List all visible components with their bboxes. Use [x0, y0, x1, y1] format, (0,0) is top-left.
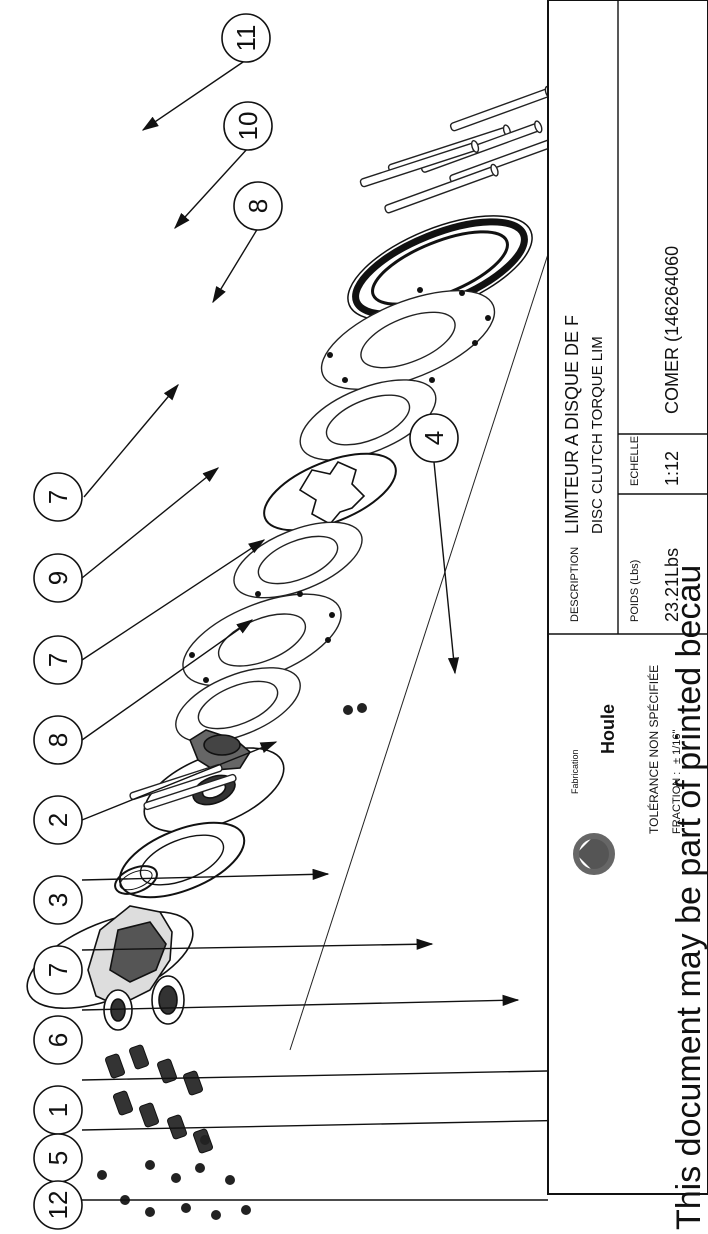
part-nuts-4 — [343, 703, 367, 715]
svg-text:2: 2 — [43, 813, 73, 827]
callout-8a: 8 — [233, 181, 283, 231]
description-en: DISC CLUTCH TORQUE LIM — [589, 336, 606, 534]
leader-4 — [433, 461, 460, 675]
callout-2: 2 — [33, 795, 83, 845]
leader-7c — [81, 938, 434, 951]
part-number: COMER (146264060 — [662, 246, 682, 414]
leader-7a — [83, 383, 179, 498]
svg-text:9: 9 — [43, 571, 73, 585]
part-ring-unlabeled — [175, 667, 301, 743]
leader-6 — [81, 994, 520, 1011]
part-washer-7-middle — [233, 521, 363, 599]
callout-bubbles: 11 10 8 7 9 7 8 4 2 3 7 — [33, 13, 459, 1230]
leader-2 — [81, 741, 278, 821]
callout-6: 6 — [33, 1015, 83, 1065]
leader-7b — [81, 539, 266, 661]
leader-8b — [81, 619, 254, 741]
part-o-ring-6 — [114, 865, 158, 895]
tolerance-label: TOLÉRANCE NON SPÉCIFIÉE — [646, 665, 661, 834]
callout-10: 10 — [223, 101, 273, 151]
callout-7c: 7 — [33, 945, 83, 995]
company-logo: Houle Fabrication — [570, 704, 618, 875]
callout-9: 9 — [33, 553, 83, 603]
svg-text:8: 8 — [243, 199, 273, 213]
weight-value: 23.21Lbs — [662, 548, 682, 622]
part-sleeves-5 — [105, 1044, 213, 1154]
part-balls-12 — [97, 1135, 251, 1220]
title-block: Houle Fabrication TOLÉRANCE NON SPÉCIFIÉ… — [547, 0, 708, 1234]
svg-text:10: 10 — [233, 112, 263, 141]
svg-text:7: 7 — [43, 653, 73, 667]
callout-7a: 7 — [33, 472, 83, 522]
description-fr: LIMITEUR A DISQUE DE F — [562, 315, 582, 534]
callout-1: 1 — [33, 1085, 83, 1135]
svg-text:7: 7 — [43, 490, 73, 504]
logo-subtext: Fabrication — [570, 749, 580, 794]
leader-3 — [81, 868, 330, 881]
svg-text:6: 6 — [43, 1033, 73, 1047]
callout-3: 3 — [33, 875, 83, 925]
part-yoke-housing-1 — [26, 905, 194, 1031]
callout-8b: 8 — [33, 715, 83, 765]
callout-5: 5 — [33, 1133, 83, 1183]
assembly-axis-line — [289, 139, 586, 1051]
svg-text:12: 12 — [43, 1191, 73, 1220]
svg-text:8: 8 — [43, 733, 73, 747]
part-friction-disc-8-upper — [320, 287, 496, 395]
leader-10 — [174, 147, 249, 230]
svg-text:3: 3 — [43, 893, 73, 907]
part-washer-7-upper — [299, 379, 437, 461]
logo-text: Houle — [598, 704, 618, 754]
svg-text:7: 7 — [43, 963, 73, 977]
leader-1 — [81, 1064, 600, 1081]
callout-4: 4 — [409, 413, 459, 463]
fraction-label: FRACTION : — [671, 772, 683, 834]
fraction-value: ± 1/16" — [671, 729, 683, 764]
part-bolts-11 — [359, 85, 564, 214]
description-label: DESCRIPTION — [569, 547, 581, 622]
svg-text:1: 1 — [43, 1103, 73, 1117]
leader-8a — [212, 227, 259, 304]
callout-12: 12 — [33, 1180, 83, 1230]
callout-7b: 7 — [33, 635, 83, 685]
leader-11 — [141, 59, 247, 131]
svg-text:5: 5 — [43, 1151, 73, 1165]
weight-label: POIDS (Lbs) — [629, 560, 641, 622]
watermark-text: This document may be part of printed bec… — [670, 565, 708, 1230]
svg-text:11: 11 — [231, 25, 261, 52]
scale-label: ECHELLE — [629, 436, 641, 486]
part-splined-disc-9 — [263, 452, 397, 532]
callout-11: 11 — [221, 13, 271, 63]
svg-text:4: 4 — [419, 431, 449, 445]
scale-value: 1:12 — [662, 451, 682, 486]
leader-9 — [81, 467, 220, 579]
